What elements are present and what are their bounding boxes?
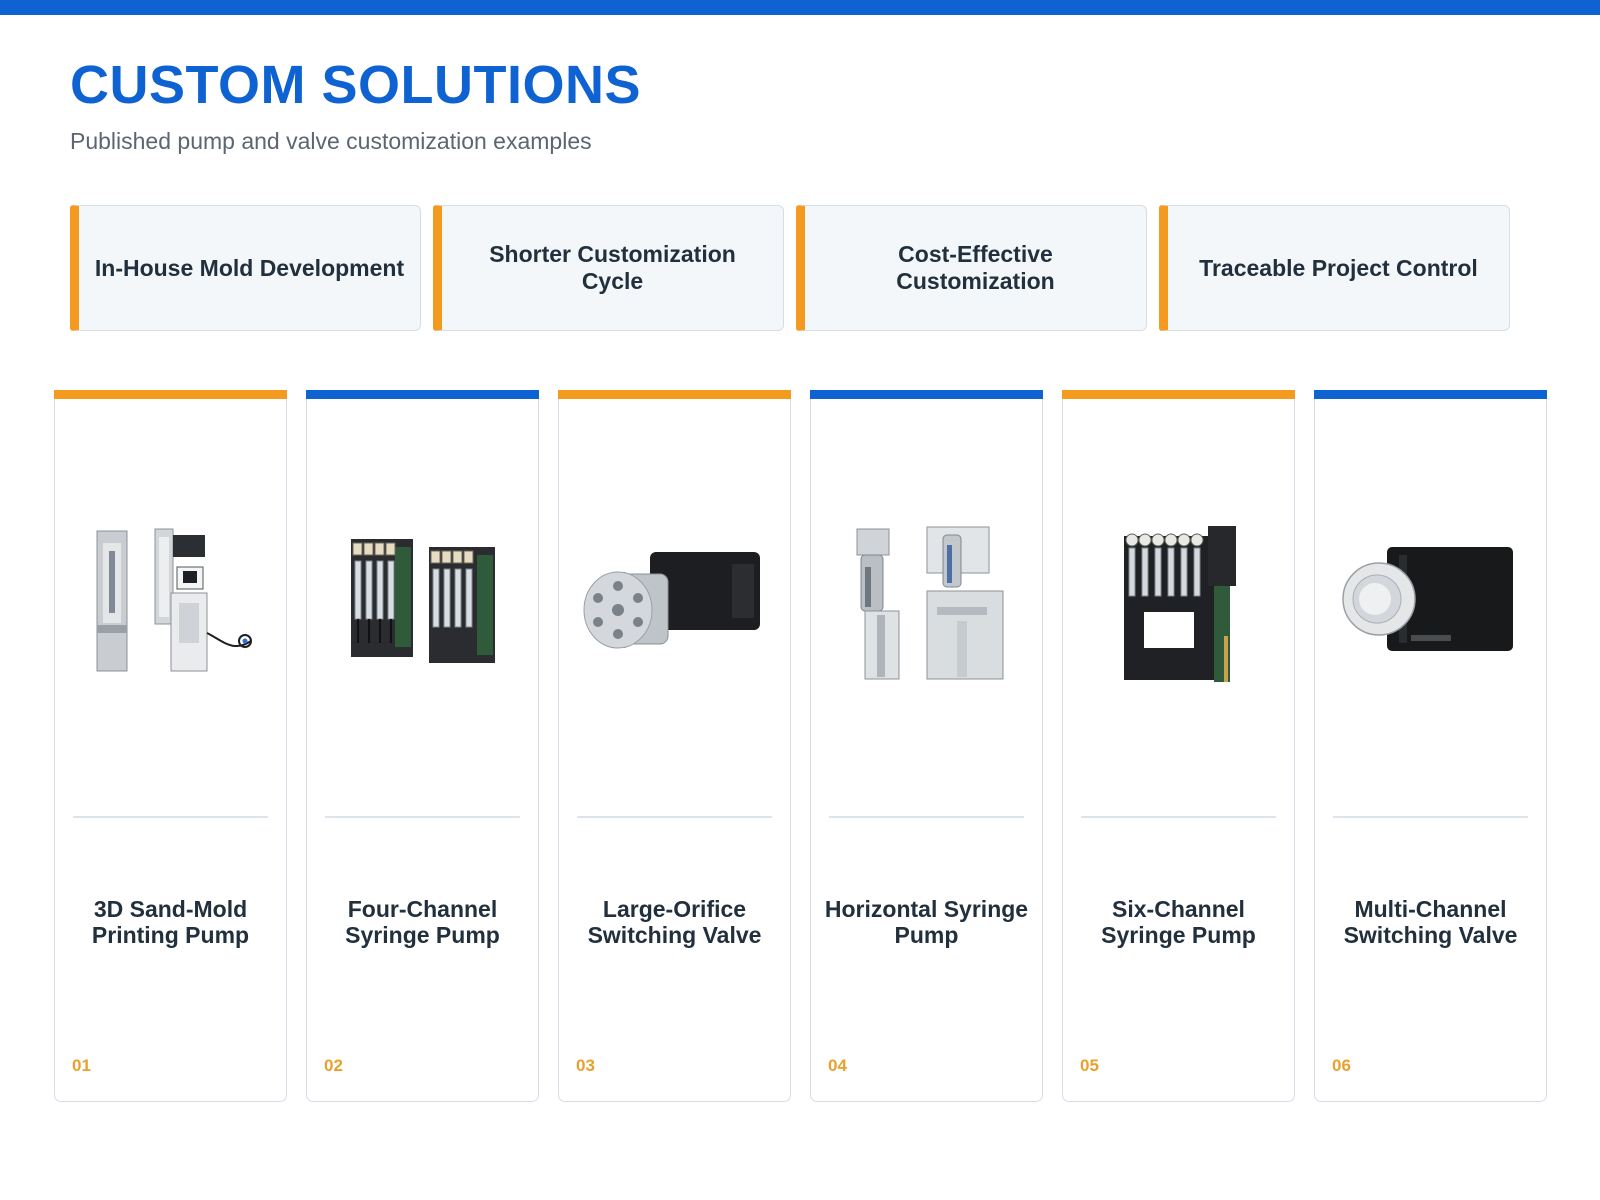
card-accent-bar [305, 389, 539, 399]
horizontal-syringe-pump-photo [829, 501, 1024, 701]
product-card-01: 3D Sand-Mold Printing Pump 01 [53, 389, 287, 1102]
card-divider [577, 816, 772, 818]
product-number: 01 [72, 1056, 91, 1075]
feature-card-project-control: Traceable Project Control [1159, 205, 1510, 331]
card-divider [1333, 816, 1528, 818]
product-card-06: Multi-Channel Switching Valve 06 [1313, 389, 1547, 1102]
3d-sand-mold-printing-pump-photo [73, 501, 268, 701]
product-title: 3D Sand-Mold Printing Pump [91, 896, 250, 948]
card-accent-bar [557, 389, 791, 399]
product-card-03: Large-Orifice Switching Valve 03 [557, 389, 791, 1102]
product-number: 02 [324, 1056, 343, 1075]
feature-card-cost-effective: Cost-Effective Customization [796, 205, 1147, 331]
feature-label: In-House Mold Development [94, 254, 405, 281]
card-divider [1081, 816, 1276, 818]
product-card-04: Horizontal Syringe Pump 04 [809, 389, 1043, 1102]
product-number: 04 [828, 1056, 847, 1075]
feature-highlights: In-House Mold Development Shorter Custom… [70, 205, 1532, 331]
product-title: Multi-Channel Switching Valve [1343, 896, 1518, 948]
page-subtitle: Published pump and valve customization e… [70, 128, 592, 154]
card-divider [73, 816, 268, 818]
feature-card-shorter-cycle: Shorter Customization Cycle [433, 205, 784, 331]
product-title: Horizontal Syringe Pump [824, 896, 1029, 948]
product-card-05: Six-Channel Syringe Pump 05 [1061, 389, 1295, 1102]
card-divider [829, 816, 1024, 818]
card-accent-bar [1061, 389, 1295, 399]
card-accent-bar [1313, 389, 1547, 399]
top-accent-bar [0, 0, 1600, 15]
product-number: 06 [1332, 1056, 1351, 1075]
product-title: Six-Channel Syringe Pump [1101, 896, 1256, 948]
page-title: CUSTOM SOLUTIONS [70, 55, 642, 115]
feature-label: Cost-Effective Customization [896, 241, 1055, 294]
large-orifice-switching-valve-photo [577, 501, 772, 701]
product-number: 03 [576, 1056, 595, 1075]
card-accent-bar [809, 389, 1043, 399]
six-channel-syringe-pump-photo [1081, 501, 1276, 701]
product-title: Four-Channel Syringe Pump [345, 896, 500, 948]
card-accent-bar [53, 389, 287, 399]
feature-card-mold-development: In-House Mold Development [70, 205, 421, 331]
product-number: 05 [1080, 1056, 1099, 1075]
product-title: Large-Orifice Switching Valve [587, 896, 762, 948]
product-cards: 3D Sand-Mold Printing Pump 01 [53, 389, 1548, 1102]
card-divider [325, 816, 520, 818]
product-card-02: Four-Channel Syringe Pump 02 [305, 389, 539, 1102]
feature-label: Shorter Customization Cycle [489, 241, 736, 294]
feature-label: Traceable Project Control [1199, 254, 1478, 281]
multi-channel-switching-valve-photo [1333, 501, 1528, 701]
four-channel-syringe-pump-photo [325, 501, 520, 701]
